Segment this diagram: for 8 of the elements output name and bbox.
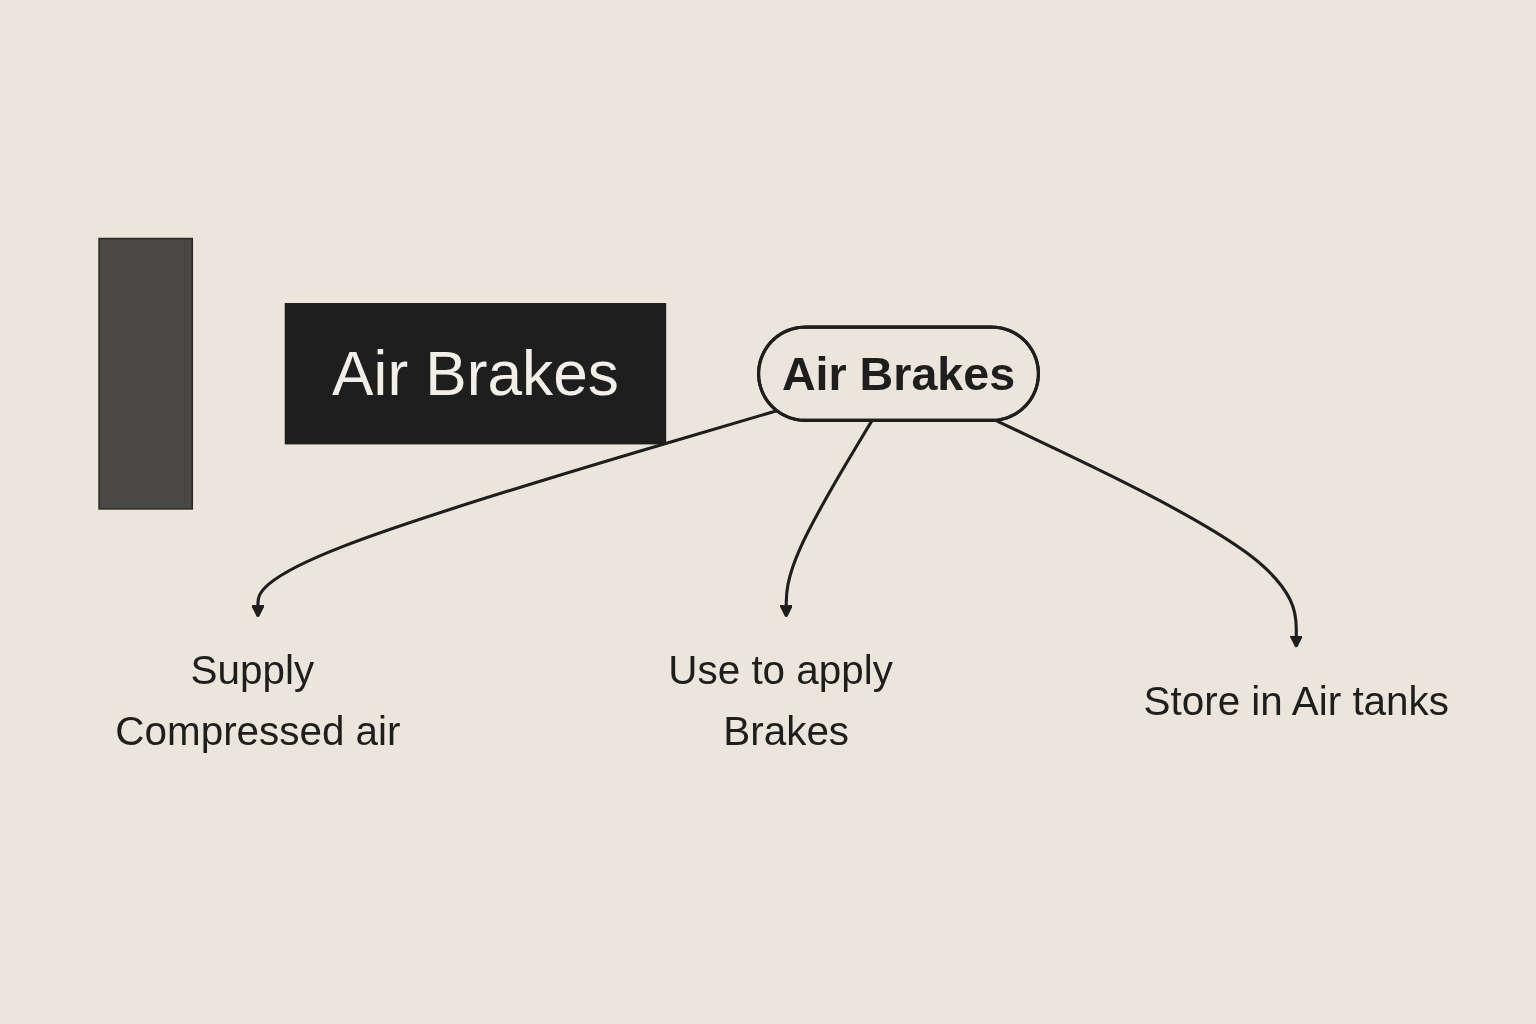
arrow [779,420,873,619]
arrow [251,409,778,619]
arrow [996,419,1304,649]
node-box: Air Brakes [284,303,667,445]
node-text: Use to apply Brakes [668,647,893,755]
node-text: Store in Air tanks [1143,677,1449,725]
node-text: Supply Compressed air [115,647,401,755]
node-box [98,237,194,510]
